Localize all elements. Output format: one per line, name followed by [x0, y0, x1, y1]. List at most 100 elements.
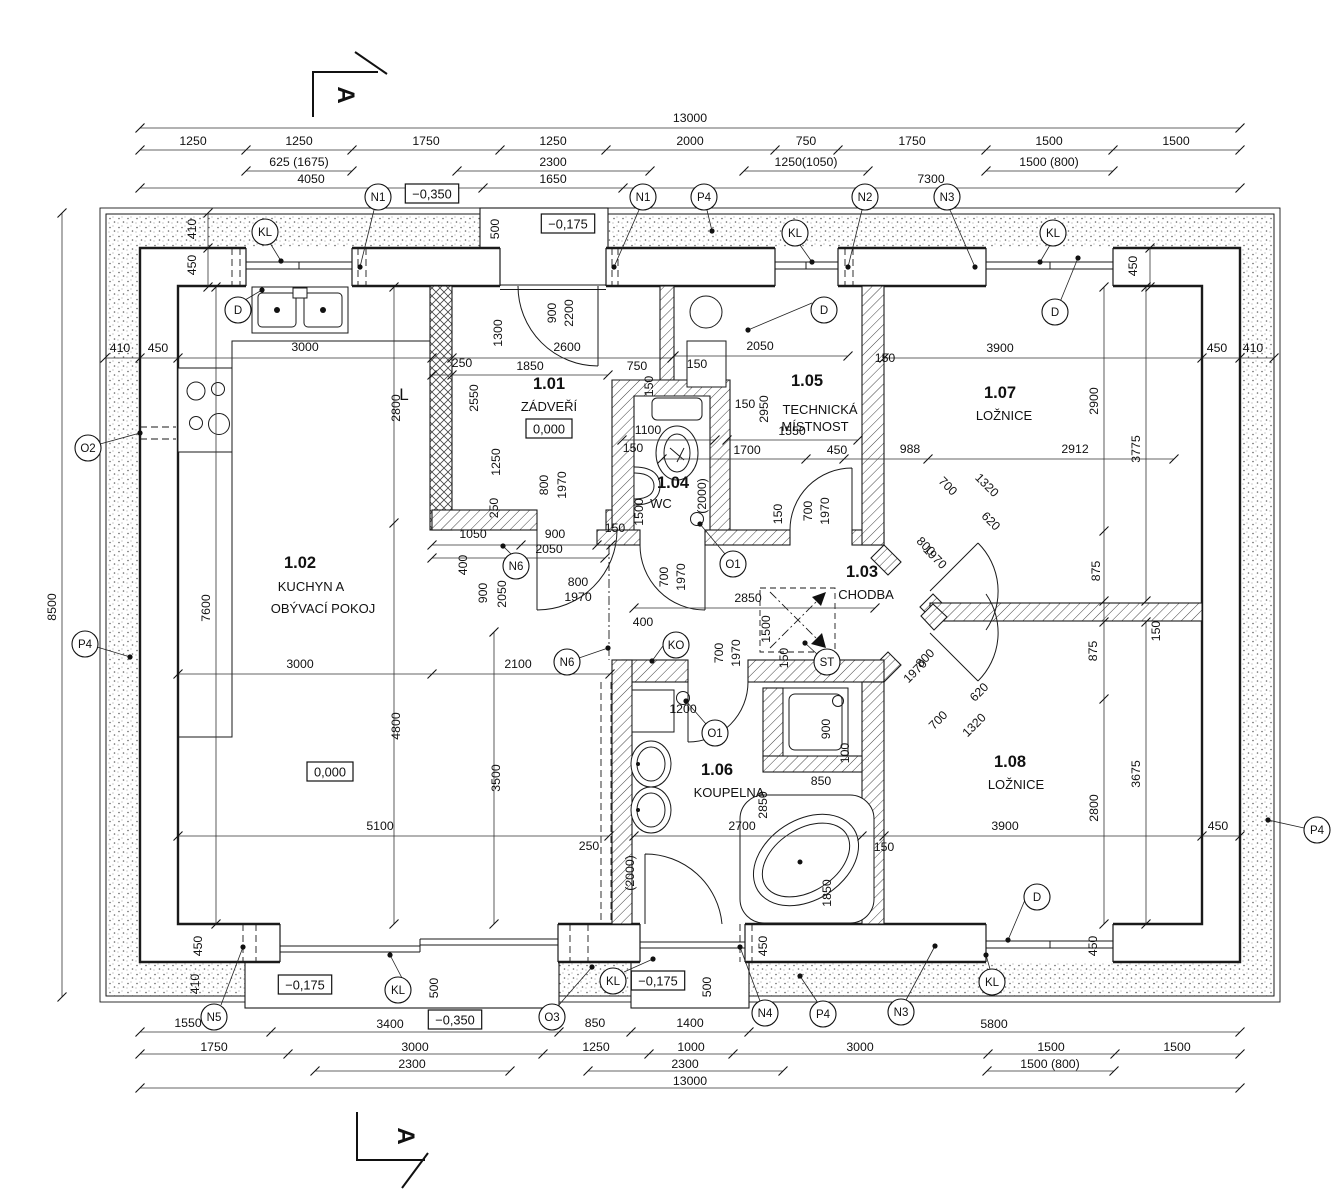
dim-label: 800 — [568, 575, 589, 589]
marker-label: O1 — [725, 559, 740, 571]
leader-line — [389, 954, 403, 979]
cooktop — [177, 367, 233, 453]
dim-tick — [135, 353, 145, 363]
marker-label: N1 — [371, 192, 386, 204]
leader-dot — [972, 264, 978, 270]
dim-label: 625 (1675) — [269, 155, 328, 169]
dim-label: 620 — [967, 680, 992, 705]
dim-tick — [57, 208, 67, 218]
dim-label: 1500 — [759, 615, 773, 643]
dim-tick — [1235, 123, 1245, 133]
marker-d: D — [810, 296, 838, 324]
dim-label: 450 — [1207, 341, 1228, 355]
dim-label: 1500 — [1037, 1040, 1065, 1054]
dim-label: 5100 — [366, 819, 394, 833]
dim-label: 450 — [1208, 819, 1229, 833]
room-number: 1.06 — [701, 761, 733, 779]
dim-tick — [669, 351, 679, 361]
dim-label: 1750 — [898, 134, 926, 148]
leader-line — [706, 209, 713, 232]
dim-tick — [857, 831, 867, 841]
leader-dot — [240, 944, 246, 950]
dim-label: 2200 — [562, 299, 576, 327]
dimension-lines — [57, 123, 1279, 1093]
leader-dot — [737, 944, 743, 950]
dim-label: 1750 — [200, 1040, 228, 1054]
dim-label: 2050 — [746, 339, 774, 353]
marker-label: KL — [788, 228, 803, 240]
dim-label: 2800 — [1087, 794, 1101, 822]
dim-tick — [241, 166, 251, 176]
dim-tick — [447, 353, 457, 363]
dim-label: 1200 — [669, 702, 697, 716]
attic-hatch — [759, 587, 836, 653]
dim-label: 13000 — [673, 111, 707, 125]
dim-label: 700 — [936, 474, 961, 499]
fixtures — [177, 286, 875, 924]
marker-label: N4 — [758, 1008, 773, 1020]
marker-p4: P4 — [809, 1000, 837, 1028]
dim-label: 410 — [1243, 341, 1264, 355]
wc-washbasin — [633, 466, 661, 506]
leader-dot — [809, 259, 815, 265]
dim-label: 2912 — [1061, 442, 1089, 456]
dim-tick — [389, 282, 399, 292]
dim-label: 400 — [633, 615, 654, 629]
marker-label: D — [234, 305, 242, 317]
leader-line — [804, 642, 819, 656]
dim-tick — [1197, 353, 1207, 363]
dim-tick — [283, 1049, 293, 1059]
dim-tick — [1099, 694, 1109, 704]
dim-tick — [601, 145, 611, 155]
o2-dashes — [140, 426, 176, 440]
marker-label: KO — [668, 640, 685, 652]
dim-label: 2550 — [467, 384, 481, 412]
room-name: TECHNICKÁ — [782, 402, 857, 417]
marker-p4: P4 — [690, 183, 718, 211]
leader-line — [244, 289, 263, 301]
dim-label: 1970 — [674, 563, 688, 591]
marker-label: O2 — [80, 443, 95, 455]
leader-dot — [357, 264, 363, 270]
leader-dot — [1265, 817, 1271, 823]
dim-label: 450 — [756, 936, 770, 957]
wc-door-knob — [690, 512, 704, 526]
dim-label: 3400 — [376, 1017, 404, 1031]
dim-tick — [203, 243, 213, 253]
dim-tick — [478, 183, 488, 193]
bath-exterior-door — [644, 853, 723, 925]
dim-tick — [710, 435, 720, 445]
dim-label: 1250 — [285, 134, 313, 148]
marker-label: P4 — [816, 1009, 831, 1021]
dim-tick — [1108, 145, 1118, 155]
partitions — [429, 285, 1203, 925]
dim-tick — [452, 166, 462, 176]
dim-tick — [1235, 831, 1245, 841]
dim-tick — [600, 553, 610, 563]
dim-tick — [982, 1066, 992, 1076]
dim-label: 2050 — [535, 542, 563, 556]
dim-label: 750 — [627, 359, 648, 373]
dim-tick — [644, 1049, 654, 1059]
dim-label: 250 — [452, 356, 473, 370]
dim-label: 1300 — [491, 319, 505, 347]
bathtub — [739, 794, 875, 924]
dim-label: 1970 — [564, 590, 592, 604]
level-value: −0,350 — [412, 187, 452, 202]
marker-label: N6 — [509, 561, 524, 573]
marker-kl: KL — [599, 967, 627, 995]
dim-tick — [389, 518, 399, 528]
dim-tick — [135, 183, 145, 193]
dim-tick — [617, 435, 627, 445]
room-name: WC — [650, 496, 672, 511]
marker-label: O1 — [707, 728, 722, 740]
marker-n3: N3 — [933, 183, 961, 211]
marker-d: D — [224, 296, 252, 324]
dim-label: 850 — [585, 1016, 606, 1030]
dim-tick — [266, 1027, 276, 1037]
leader-line — [949, 209, 976, 268]
leader-dot — [1075, 255, 1081, 261]
